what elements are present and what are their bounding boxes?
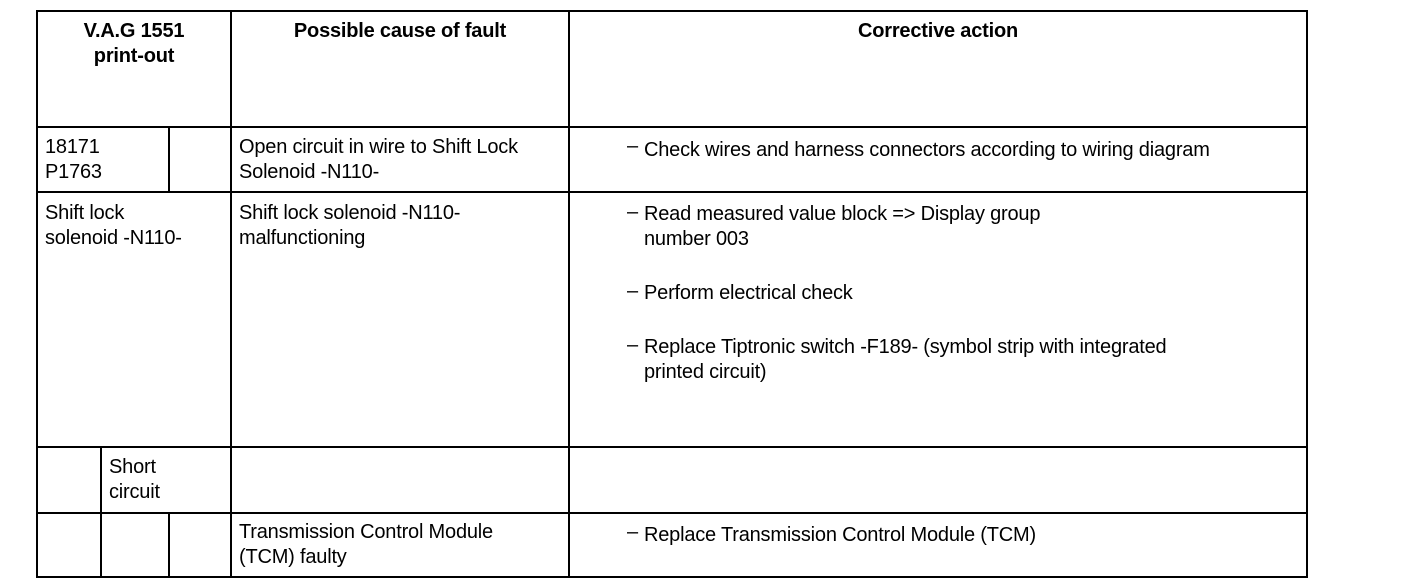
column-divider [230,10,232,578]
fault-cause: Open circuit in wire to Shift Lock Solen… [239,135,518,185]
column-divider [568,10,570,578]
corrective-action-item: Replace Tiptronic switch -F189- (symbol … [644,335,1167,385]
table-border-left [36,10,38,578]
header-vag-printout: V.A.G 1551 print-out [38,19,230,69]
fault-cause-line: Transmission Control Module [239,521,493,543]
component-label-line: solenoid -N110- [45,227,182,249]
subcolumn-divider [168,126,170,192]
corrective-action-line: printed circuit) [644,361,767,383]
table-border-top [36,10,1308,12]
subcolumn-divider [100,446,102,578]
corrective-action-line: Replace Tiptronic switch -F189- (symbol … [644,336,1167,358]
row-divider [36,446,1308,448]
bullet-dash: – [627,201,639,223]
fault-type-line: Short [109,456,156,478]
subcolumn-divider [168,512,170,578]
corrective-action-item: Read measured value block => Display gro… [644,202,1040,252]
row-divider [36,191,1308,193]
corrective-action-item: Check wires and harness connectors accor… [644,139,1210,161]
corrective-action-item: Perform electrical check [644,282,853,304]
fault-code: 18171 P1763 [45,135,102,185]
header-corrective-action: Corrective action [858,20,1018,42]
bullet-dash: – [627,280,639,302]
corrective-action-item: Replace Transmission Control Module (TCM… [644,524,1036,546]
bullet-dash: – [627,521,639,543]
fault-cause: Shift lock solenoid -N110- malfunctionin… [239,201,460,251]
fault-cause-line: Open circuit in wire to Shift Lock [239,136,518,158]
component-label: Shift lock solenoid -N110- [45,201,182,251]
fault-type-label: Short circuit [109,455,160,505]
header-vag-line1: V.A.G 1551 [83,20,185,42]
row-divider [36,512,1308,514]
fault-cause-line: Solenoid -N110- [239,161,380,183]
table-border-right [1306,10,1308,578]
corrective-action-line: number 003 [644,228,749,250]
bullet-dash: – [627,334,639,356]
header-possible-cause: Possible cause of fault [293,20,507,42]
header-vag-line2: print-out [93,45,175,67]
fault-cause: Transmission Control Module (TCM) faulty [239,520,493,570]
header-divider [36,126,1308,128]
fault-cause-line: (TCM) faulty [239,546,347,568]
component-label-line: Shift lock [45,202,125,224]
fault-cause-line: Shift lock solenoid -N110- [239,202,461,224]
corrective-action-line: Read measured value block => Display gro… [644,203,1041,225]
fault-code-obd: P1763 [45,161,102,183]
bullet-dash: – [627,135,639,157]
fault-code-vag: 18171 [45,136,100,158]
table-border-bottom [36,576,1308,578]
fault-cause-line: malfunctioning [239,227,366,249]
fault-type-line: circuit [109,481,160,503]
